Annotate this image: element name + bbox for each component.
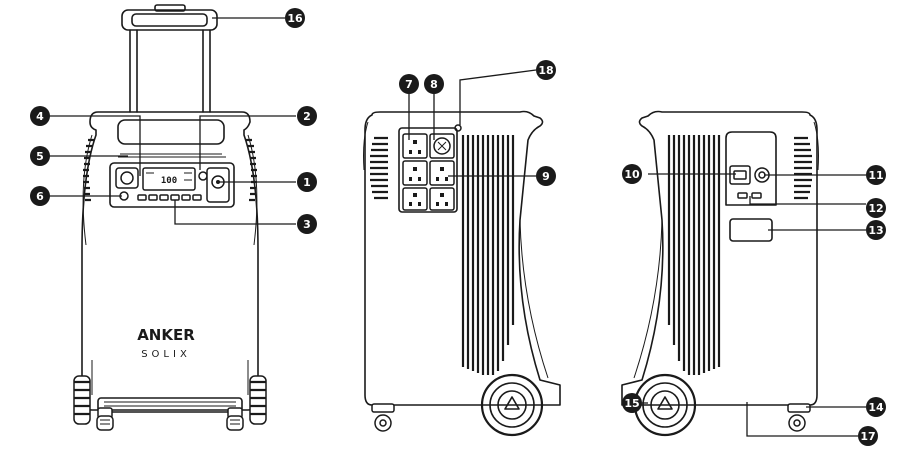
leader-3	[174, 200, 296, 225]
front-view: 100 ANKER SOLIX	[73, 4, 267, 431]
callout-circle-6	[30, 186, 50, 206]
callout-number-14: 14	[868, 401, 884, 414]
input-side-vents	[667, 135, 721, 375]
callout-number-6: 6	[36, 190, 44, 203]
callout-circle-9	[536, 166, 556, 186]
callout-circle-7	[399, 74, 419, 94]
callout-3: 3	[297, 214, 317, 234]
callout-circle-14	[866, 397, 886, 417]
callout-number-11: 11	[868, 169, 883, 182]
callout-circle-2	[297, 106, 317, 126]
callout-6: 6	[30, 186, 50, 206]
carry-grip	[117, 119, 225, 145]
control-panel: 100	[109, 162, 235, 208]
display-button	[198, 171, 208, 181]
ac-side-body	[363, 110, 561, 406]
caster-right	[226, 407, 244, 431]
callout-10: 10	[622, 164, 642, 184]
callout-circle-3	[297, 214, 317, 234]
callout-7: 7	[399, 74, 419, 94]
callout-9: 9	[536, 166, 556, 186]
input-panel	[725, 131, 777, 242]
callout-15: 15	[622, 393, 642, 413]
caster-left	[96, 407, 114, 431]
front-base	[73, 375, 267, 431]
callout-circle-18	[536, 60, 556, 80]
callout-number-15: 15	[624, 397, 639, 410]
callout-number-12: 12	[868, 202, 883, 215]
wheel-front-left	[73, 375, 91, 425]
callout-11: 11	[866, 165, 886, 185]
callout-circle-13	[866, 220, 886, 240]
usb-ports	[137, 194, 202, 201]
callout-number-17: 17	[860, 430, 875, 443]
callout-circle-8	[424, 74, 444, 94]
telescopic-handle	[121, 4, 218, 113]
callout-1: 1	[297, 172, 317, 192]
callout-circle-5	[30, 146, 50, 166]
leader-18	[459, 69, 537, 125]
side-vent-left	[83, 138, 94, 202]
callout-4: 4	[30, 106, 50, 126]
callout-16: 16	[285, 8, 305, 28]
ac-outlet-panel	[398, 127, 458, 213]
callout-number-18: 18	[538, 64, 553, 77]
leader-17	[746, 402, 858, 437]
callout-number-3: 3	[303, 218, 311, 231]
callout-circle-17	[858, 426, 878, 446]
leader-4	[48, 115, 141, 176]
callout-circle-1	[297, 172, 317, 192]
callout-number-4: 4	[36, 110, 44, 123]
callout-number-16: 16	[287, 12, 303, 25]
callout-number-10: 10	[624, 168, 640, 181]
callout-number-2: 2	[303, 110, 311, 123]
input-side-view	[621, 110, 819, 437]
input-side-body	[621, 110, 819, 406]
callout-5: 5	[30, 146, 50, 166]
callout-number-9: 9	[542, 170, 550, 183]
callout-circle-10	[622, 164, 642, 184]
wheel-front-right	[249, 375, 267, 425]
leader-12	[749, 196, 866, 205]
callout-number-1: 1	[303, 176, 311, 189]
callout-2: 2	[297, 106, 317, 126]
ac-side-view	[363, 110, 561, 437]
callout-circle-15	[622, 393, 642, 413]
brand-logo-line2: SOLIX	[141, 349, 191, 360]
callout-13: 13	[866, 220, 886, 240]
svg-text:100: 100	[161, 176, 177, 186]
callout-circle-11	[866, 165, 886, 185]
input-side-caster	[787, 403, 811, 432]
callout-number-7: 7	[405, 78, 413, 91]
callout-12: 12	[866, 198, 886, 218]
ac-side-vents	[461, 135, 515, 375]
callout-8: 8	[424, 74, 444, 94]
callout-number-5: 5	[36, 150, 44, 163]
callout-circle-12	[866, 198, 886, 218]
ac-side-wheel	[480, 373, 544, 437]
ac-side-caster	[371, 403, 395, 432]
callout-circle-4	[30, 106, 50, 126]
lcd-display	[142, 167, 196, 191]
callout-17: 17	[858, 426, 878, 446]
brand-logo-line1: ANKER	[137, 326, 195, 344]
callout-18: 18	[536, 60, 556, 80]
leader-2	[199, 115, 296, 170]
callout-number-13: 13	[868, 224, 883, 237]
callout-number-8: 8	[430, 78, 438, 91]
callout-14: 14	[866, 397, 886, 417]
leader-lines	[48, 17, 866, 437]
callout-circle-16	[285, 8, 305, 28]
front-body: 100 ANKER SOLIX	[81, 111, 259, 411]
